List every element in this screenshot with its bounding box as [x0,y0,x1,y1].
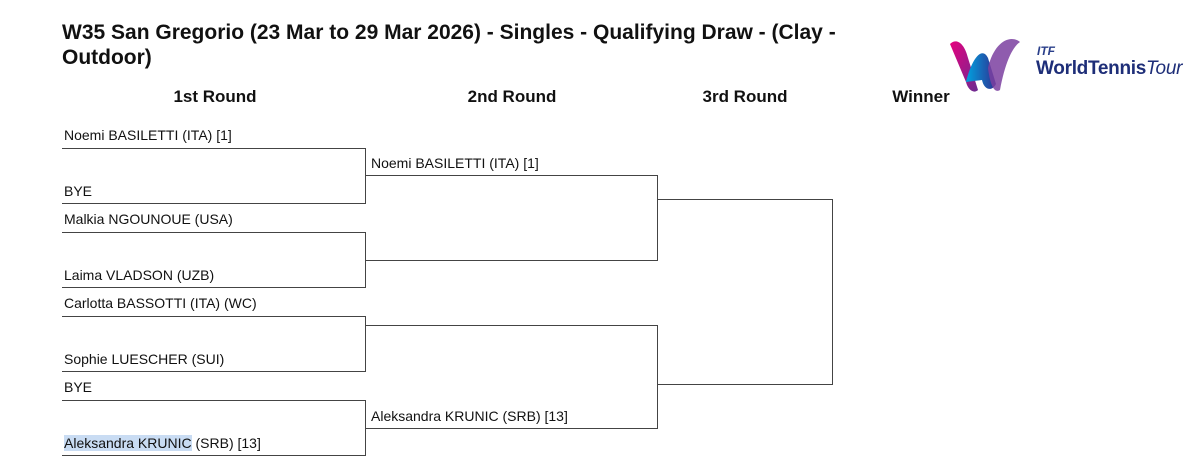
first-round-player-7: BYE [64,379,93,395]
round-header-2: 2nd Round [467,87,557,106]
first-round-player-6: Sophie LUESCHER (SUI) [64,351,225,367]
first-round-player-4: Laima VLADSON (UZB) [64,267,215,283]
second-round-player-1: Noemi BASILETTI (ITA) [1] [371,155,539,171]
round-header-3: 3rd Round [702,87,788,106]
second-round-player-4: Aleksandra KRUNIC (SRB) [13] [371,408,568,424]
page-title: W35 San Gregorio (23 Mar to 29 Mar 2026)… [62,21,836,69]
first-round-player-1: Noemi BASILETTI (ITA) [1] [64,127,232,143]
selected-text-highlight: Aleksandra KRUNIC [64,435,192,451]
round-header-winner: Winner [892,87,950,106]
world-tennis-tour-label: WorldTennisTour [1036,58,1183,79]
first-round-player-5: Carlotta BASSOTTI (ITA) (WC) [64,295,257,311]
round-header-1: 1st Round [173,87,257,106]
world-tennis-tour-logo [950,39,1020,92]
first-round-player-3: Malkia NGOUNOUE (USA) [64,211,233,227]
first-round-player-8: Aleksandra KRUNIC (SRB) [13] [64,435,261,451]
itf-label: ITF [1037,44,1055,58]
first-round-player-2: BYE [64,183,93,199]
